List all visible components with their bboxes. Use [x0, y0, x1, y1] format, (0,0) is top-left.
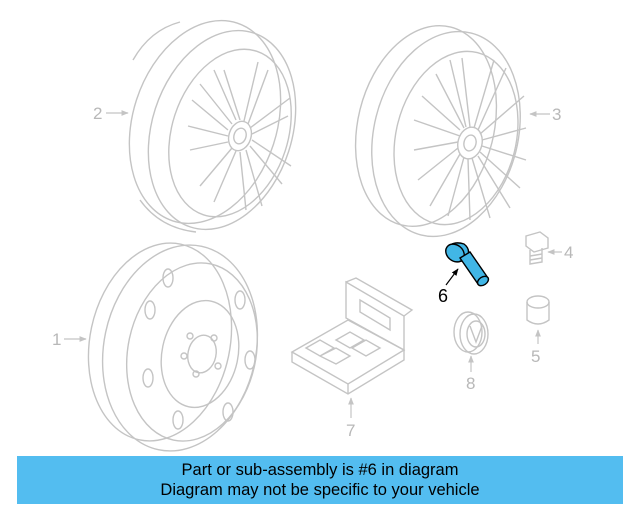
center-cap-part-8[interactable]	[453, 311, 489, 355]
cap-part-5[interactable]	[526, 295, 550, 325]
callout-7: 7	[346, 421, 355, 440]
callout-6: 6	[438, 286, 448, 306]
callout-4: 4	[564, 243, 573, 262]
alloy-wheel-part-3[interactable]	[335, 11, 541, 253]
valve-stem-part-6[interactable]	[442, 240, 490, 287]
callout-8: 8	[466, 374, 475, 393]
alloy-wheel-part-2[interactable]	[104, 1, 320, 249]
bolt-kit-case-part-7[interactable]	[290, 277, 414, 395]
callout-5: 5	[531, 347, 540, 366]
callout-1: 1	[52, 330, 61, 349]
banner-line-1: Part or sub-assembly is #6 in diagram	[181, 461, 459, 479]
callout-3: 3	[552, 105, 561, 124]
wheel-bolt-part-4[interactable]	[525, 231, 549, 265]
banner-line-2: Diagram may not be specific to your vehi…	[160, 481, 480, 499]
callout-2: 2	[93, 104, 102, 123]
callout-6-arrow	[445, 268, 459, 286]
info-banner-background	[17, 456, 623, 504]
steel-wheel-part-1[interactable]	[71, 230, 276, 466]
info-banner: Part or sub-assembly is #6 in diagram Di…	[17, 456, 623, 504]
